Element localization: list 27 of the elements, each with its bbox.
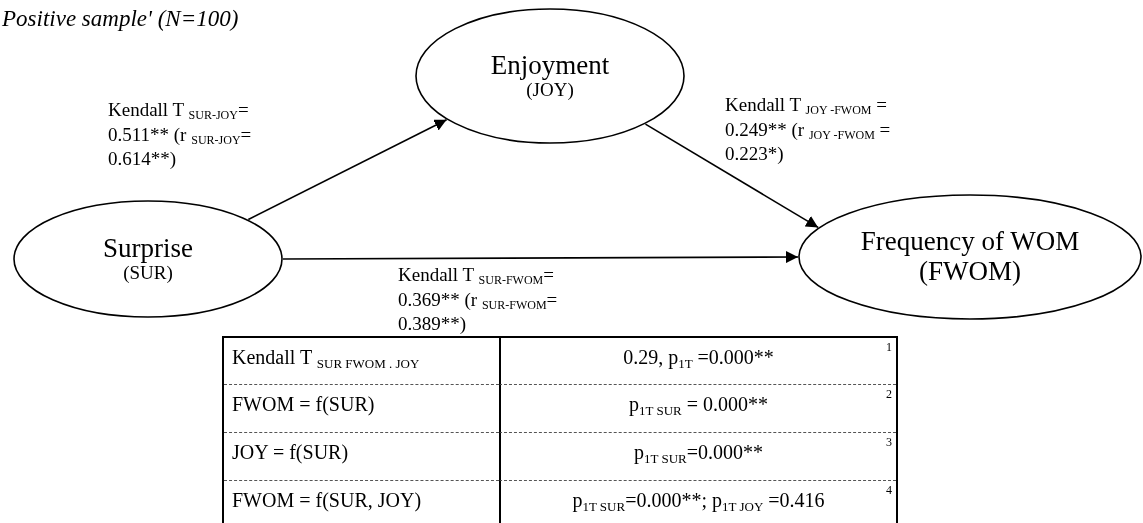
table-text: 0.29, p$_{1T}$ =0.000** bbox=[623, 346, 774, 369]
ellipse-node bbox=[798, 194, 1142, 320]
footnote-number: 4 bbox=[886, 483, 892, 498]
table-text: p$_{1T SUR}$=0.000**; p$_{1T JOY}$ =0.416 bbox=[572, 489, 825, 512]
table-text: p$_{1T SUR}$=0.000** bbox=[634, 441, 763, 464]
node-abbreviation: (SUR) bbox=[123, 263, 173, 285]
node-title: Frequency of WOM (FWOM) bbox=[859, 227, 1081, 287]
table-text: JOY = f(SUR) bbox=[232, 441, 349, 464]
edge-label: Kendall T $_{SUR-FWOM}$= 0.369** (r $_{SUR-FWOM}$= 0.389**) bbox=[398, 263, 559, 337]
footnote-number: 2 bbox=[886, 387, 892, 402]
ellipse-node bbox=[415, 8, 685, 144]
edge-label: Kendall T $_{JOY -FWOM}$ = 0.249** (r $_{JOY -FWOM}$ = 0.223*) bbox=[725, 93, 892, 167]
arrow bbox=[644, 123, 819, 229]
edge-label: Kendall T $_{SUR-JOY}$= 0.511** (r $_{SUR-JOY}$= 0.614**) bbox=[108, 98, 253, 172]
ellipse-node bbox=[13, 200, 283, 318]
arrow bbox=[282, 251, 799, 264]
table-text: Kendall T $_{SUR FWOM . JOY}$ bbox=[232, 346, 420, 369]
table-text: FWOM = f(SUR) bbox=[232, 393, 375, 416]
arrow bbox=[247, 118, 448, 221]
node-title: Surprise bbox=[103, 233, 193, 264]
table-text: FWOM = f(SUR, JOY) bbox=[232, 489, 422, 512]
table-text: p$_{1T SUR}$ = 0.000** bbox=[629, 393, 768, 416]
node-title: Enjoyment bbox=[490, 50, 610, 81]
title: Positive sample' (N=100) bbox=[2, 6, 239, 32]
node-abbreviation: (JOY) bbox=[526, 80, 574, 102]
footnote-number: 1 bbox=[886, 340, 892, 355]
footnote-number: 3 bbox=[886, 435, 892, 450]
